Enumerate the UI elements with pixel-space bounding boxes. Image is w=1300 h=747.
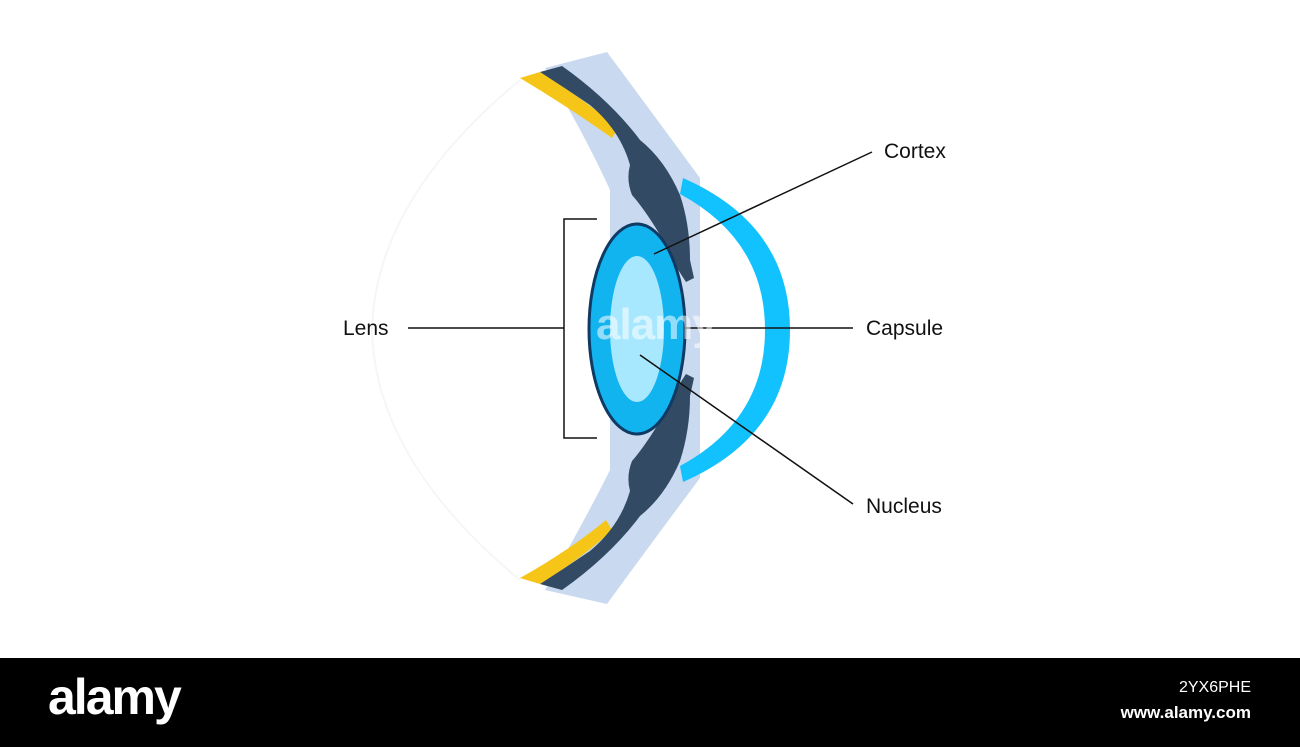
footer-url: www.alamy.com <box>1120 703 1251 722</box>
watermark-logo: alamy <box>596 300 717 349</box>
image-id: 2YX6PHE <box>1178 679 1251 696</box>
label-lens: Lens <box>343 317 389 340</box>
choroid-top <box>520 72 618 138</box>
label-capsule: Capsule <box>866 317 944 340</box>
ciliary-body-bottom <box>540 374 694 590</box>
alamy-logo: alamy <box>48 669 182 725</box>
eye-anatomy-diagram: alamy Lens Cortex Capsule Nucleus <box>343 52 946 604</box>
nucleus-leader-line <box>639 354 854 505</box>
label-cortex: Cortex <box>884 140 946 163</box>
cortex-leader-line <box>653 151 873 255</box>
eyeball-outline <box>370 79 521 581</box>
label-nucleus: Nucleus <box>866 495 942 518</box>
ciliary-body-top <box>540 66 694 282</box>
cornea <box>680 178 790 482</box>
lens-nucleus <box>610 256 664 402</box>
eye-illustration <box>370 52 873 604</box>
choroid-bottom <box>520 520 612 584</box>
footer-bar: alamy 2YX6PHE www.alamy.com <box>0 658 1300 747</box>
